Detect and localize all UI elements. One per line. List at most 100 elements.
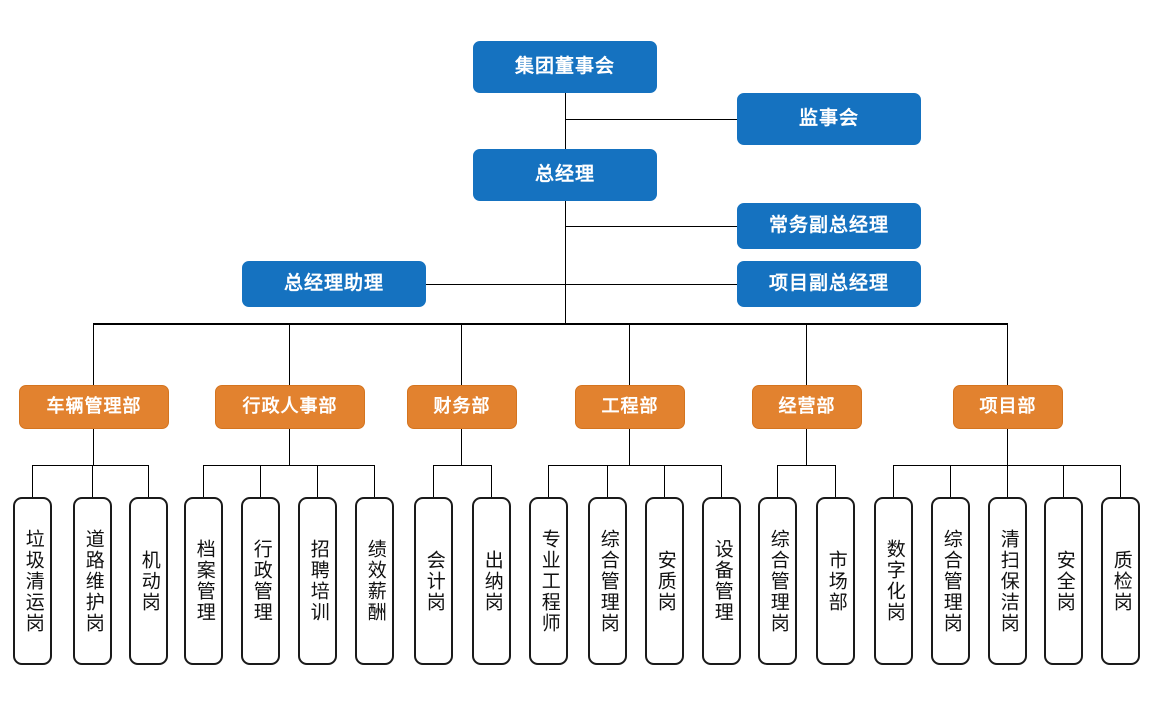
position-label: 垃圾清运岗 [22,528,44,634]
position-box[interactable]: 安质岗 [645,497,684,665]
node-general-manager[interactable]: 总经理 [473,149,657,201]
position-label: 招聘培训 [307,539,329,623]
position-label: 数字化岗 [883,539,905,623]
connector-dept6-drop-3 [1007,465,1008,497]
department-business-operations[interactable]: 经营部 [752,385,862,429]
connector-dept2-drop-4 [374,465,375,497]
position-box[interactable]: 道路维护岗 [73,497,112,665]
position-label: 出纳岗 [481,549,503,613]
connector-dept6-drop-2 [950,465,951,497]
position-box[interactable]: 综合管理岗 [588,497,627,665]
position-label: 综合管理岗 [597,528,619,634]
position-label: 质检岗 [1110,549,1132,613]
connector-bar-to-dept-3 [461,323,462,385]
connector-dept3-drop-1 [433,465,434,497]
position-label: 会计岗 [423,549,445,613]
department-admin-hr[interactable]: 行政人事部 [215,385,365,429]
node-label: 项目副总经理 [768,272,889,294]
connector-bar-to-dept-5 [806,323,807,385]
connector-dept4-stem [629,429,630,465]
connector-bar-to-dept-6 [1007,323,1008,385]
position-box[interactable]: 质检岗 [1101,497,1140,665]
connector-dept4-drop-3 [664,465,665,497]
department-vehicle-management[interactable]: 车辆管理部 [19,385,169,429]
position-box[interactable]: 垃圾清运岗 [13,497,52,665]
position-box[interactable]: 行政管理 [241,497,280,665]
position-label: 设备管理 [711,539,733,623]
connector-dept1-drop-2 [92,465,93,497]
connector-dept2-bus [203,465,375,466]
position-label: 安质岗 [654,549,676,613]
connector-bar-to-dept-2 [289,323,290,385]
department-label: 工程部 [601,396,659,417]
connector-dept4-drop-2 [607,465,608,497]
position-box[interactable]: 数字化岗 [874,497,913,665]
position-label: 绩效薪酬 [364,539,386,623]
connector-dept5-drop-2 [835,465,836,497]
position-box[interactable]: 机动岗 [129,497,168,665]
department-label: 财务部 [433,396,491,417]
position-box[interactable]: 招聘培训 [298,497,337,665]
connector-bar-to-dept-4 [629,323,630,385]
position-box[interactable]: 清扫保洁岗 [988,497,1027,665]
node-board-of-directors[interactable]: 集团董事会 [473,41,657,93]
connector-dept4-drop-4 [721,465,722,497]
position-box[interactable]: 档案管理 [184,497,223,665]
position-label: 综合管理岗 [940,528,962,634]
position-box[interactable]: 市场部 [816,497,855,665]
position-box[interactable]: 安全岗 [1044,497,1083,665]
position-box[interactable]: 综合管理岗 [758,497,797,665]
connector-dept5-stem [806,429,807,465]
position-label: 机动岗 [138,549,160,613]
node-project-deputy-gm[interactable]: 项目副总经理 [737,261,921,307]
department-project[interactable]: 项目部 [953,385,1063,429]
department-finance[interactable]: 财务部 [407,385,517,429]
node-gm-assistant[interactable]: 总经理助理 [242,261,426,307]
connector-dept1-drop-1 [32,465,33,497]
connector-dept1-bus [32,465,149,466]
connector-dept6-drop-4 [1063,465,1064,497]
node-label: 总经理助理 [283,272,384,294]
connector-dept6-stem [1007,429,1008,465]
position-label: 专业工程师 [538,528,560,634]
department-label: 车辆管理部 [46,396,142,417]
connector-dept3-drop-2 [491,465,492,497]
position-box[interactable]: 专业工程师 [529,497,568,665]
connector-dept2-drop-1 [203,465,204,497]
connector-dept6-drop-5 [1120,465,1121,497]
position-box[interactable]: 综合管理岗 [931,497,970,665]
connector-dept1-drop-3 [148,465,149,497]
connector-dept3-stem [461,429,462,465]
position-box[interactable]: 出纳岗 [472,497,511,665]
connector-dept5-bus [777,465,835,466]
connector-dept2-stem [289,429,290,465]
connector-dept4-bus [548,465,721,466]
node-label: 总经理 [534,163,595,185]
node-supervisory-board[interactable]: 监事会 [737,93,921,145]
connector-board-to-gm [565,93,566,149]
position-label: 市场部 [825,549,847,613]
connector-dept2-drop-3 [317,465,318,497]
position-label: 清扫保洁岗 [997,528,1019,634]
position-label: 道路维护岗 [82,528,104,634]
connector-dept2-drop-2 [260,465,261,497]
connector-to-supervisory-board [565,119,737,120]
position-label: 行政管理 [250,539,272,623]
connector-dept4-drop-1 [548,465,549,497]
department-label: 行政人事部 [242,396,338,417]
position-label: 安全岗 [1053,549,1075,613]
position-box[interactable]: 设备管理 [702,497,741,665]
department-label: 项目部 [979,396,1037,417]
position-box[interactable]: 会计岗 [414,497,453,665]
node-label: 集团董事会 [514,55,615,77]
connector-to-gm-assistant [426,284,565,285]
connector-to-project-deputy [565,284,737,285]
connector-gm-to-departments [565,201,566,324]
connector-to-executive-deputy [565,226,737,227]
node-executive-deputy-gm[interactable]: 常务副总经理 [737,203,921,249]
position-box[interactable]: 绩效薪酬 [355,497,394,665]
department-engineering[interactable]: 工程部 [575,385,685,429]
connector-dept1-stem [93,429,94,465]
connector-dept6-drop-1 [893,465,894,497]
